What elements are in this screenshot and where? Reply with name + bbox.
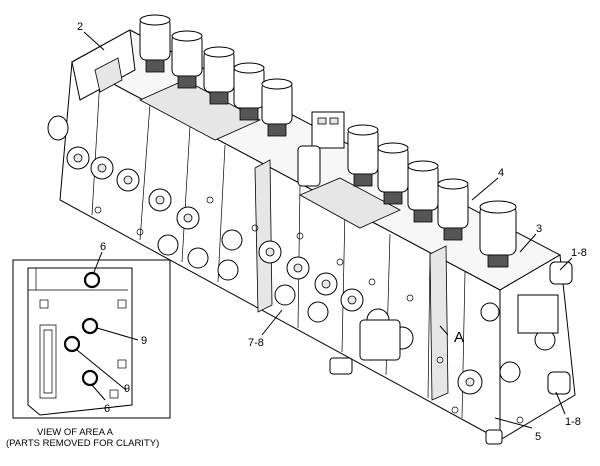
callout-3: 3: [536, 223, 542, 235]
callout-4: 4: [498, 167, 504, 179]
inset-caption-line2: (PARTS REMOVED FOR CLARITY): [6, 438, 159, 449]
left-end-plate: [47, 29, 136, 141]
leader-lines: [83, 31, 573, 429]
bolt-heads: [94, 196, 564, 424]
inset-callout-9-right: 9: [141, 335, 147, 347]
end-cap-hardware: [329, 261, 573, 445]
inset-o-rings: [63, 271, 101, 387]
callout-2: 2: [77, 21, 83, 33]
solenoid-row-left: [139, 14, 293, 137]
callout-labels: 2 4 3 1-8 7-8 A 1-8 5: [77, 21, 587, 443]
inset-callout-6-top: 6: [100, 241, 106, 253]
callout-1-8-top: 1-8: [571, 247, 587, 259]
inset-caption-line1: VIEW OF AREA A: [37, 427, 114, 438]
inset-callout-6-bottom: 6: [104, 403, 110, 415]
callout-7-8: 7-8: [248, 337, 264, 349]
inset-view-area-a: 6 9 9 6: [12, 241, 171, 419]
callout-5: 5: [535, 431, 541, 443]
connector-block: [297, 111, 345, 187]
front-ports: [66, 146, 556, 395]
solenoid-row-right: [347, 124, 517, 268]
callout-area-a: A: [454, 329, 464, 346]
callout-1-8-bottom: 1-8: [565, 416, 581, 428]
inset-callout-9-bottom: 9: [124, 383, 130, 395]
